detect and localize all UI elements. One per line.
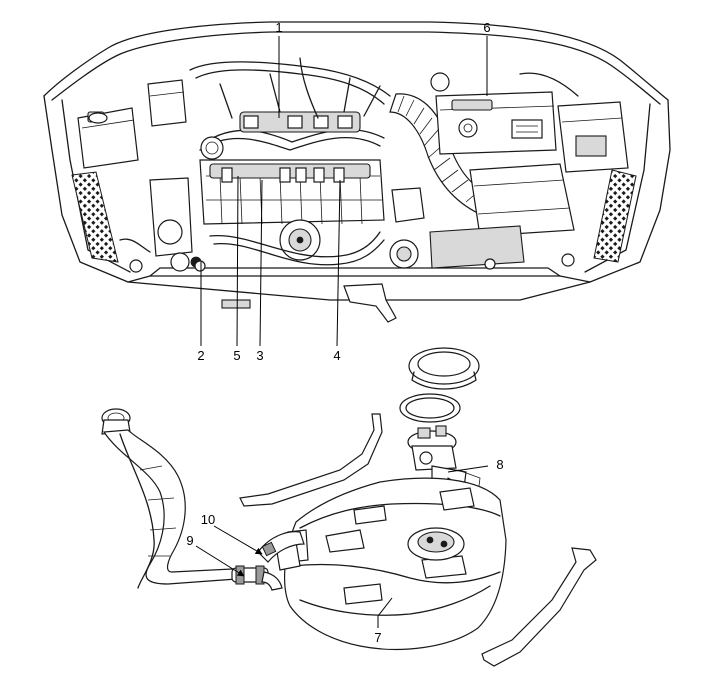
callout-3: 3 [256,348,263,363]
engine-bay-illustration [43,21,671,323]
fuel-pump-assembly-illustration [399,347,481,505]
callout-8: 8 [496,457,503,472]
tank-straps-illustration [239,413,597,667]
leader-lines [195,36,489,628]
callout-6: 6 [483,20,490,35]
callout-5: 5 [233,348,240,363]
callout-9: 9 [186,533,193,548]
callout-10: 10 [201,512,215,527]
callout-2: 2 [197,348,204,363]
callout-1: 1 [275,20,282,35]
callout-4: 4 [333,348,340,363]
callout-7: 7 [374,630,381,645]
fuel-tank-illustration [275,477,507,650]
